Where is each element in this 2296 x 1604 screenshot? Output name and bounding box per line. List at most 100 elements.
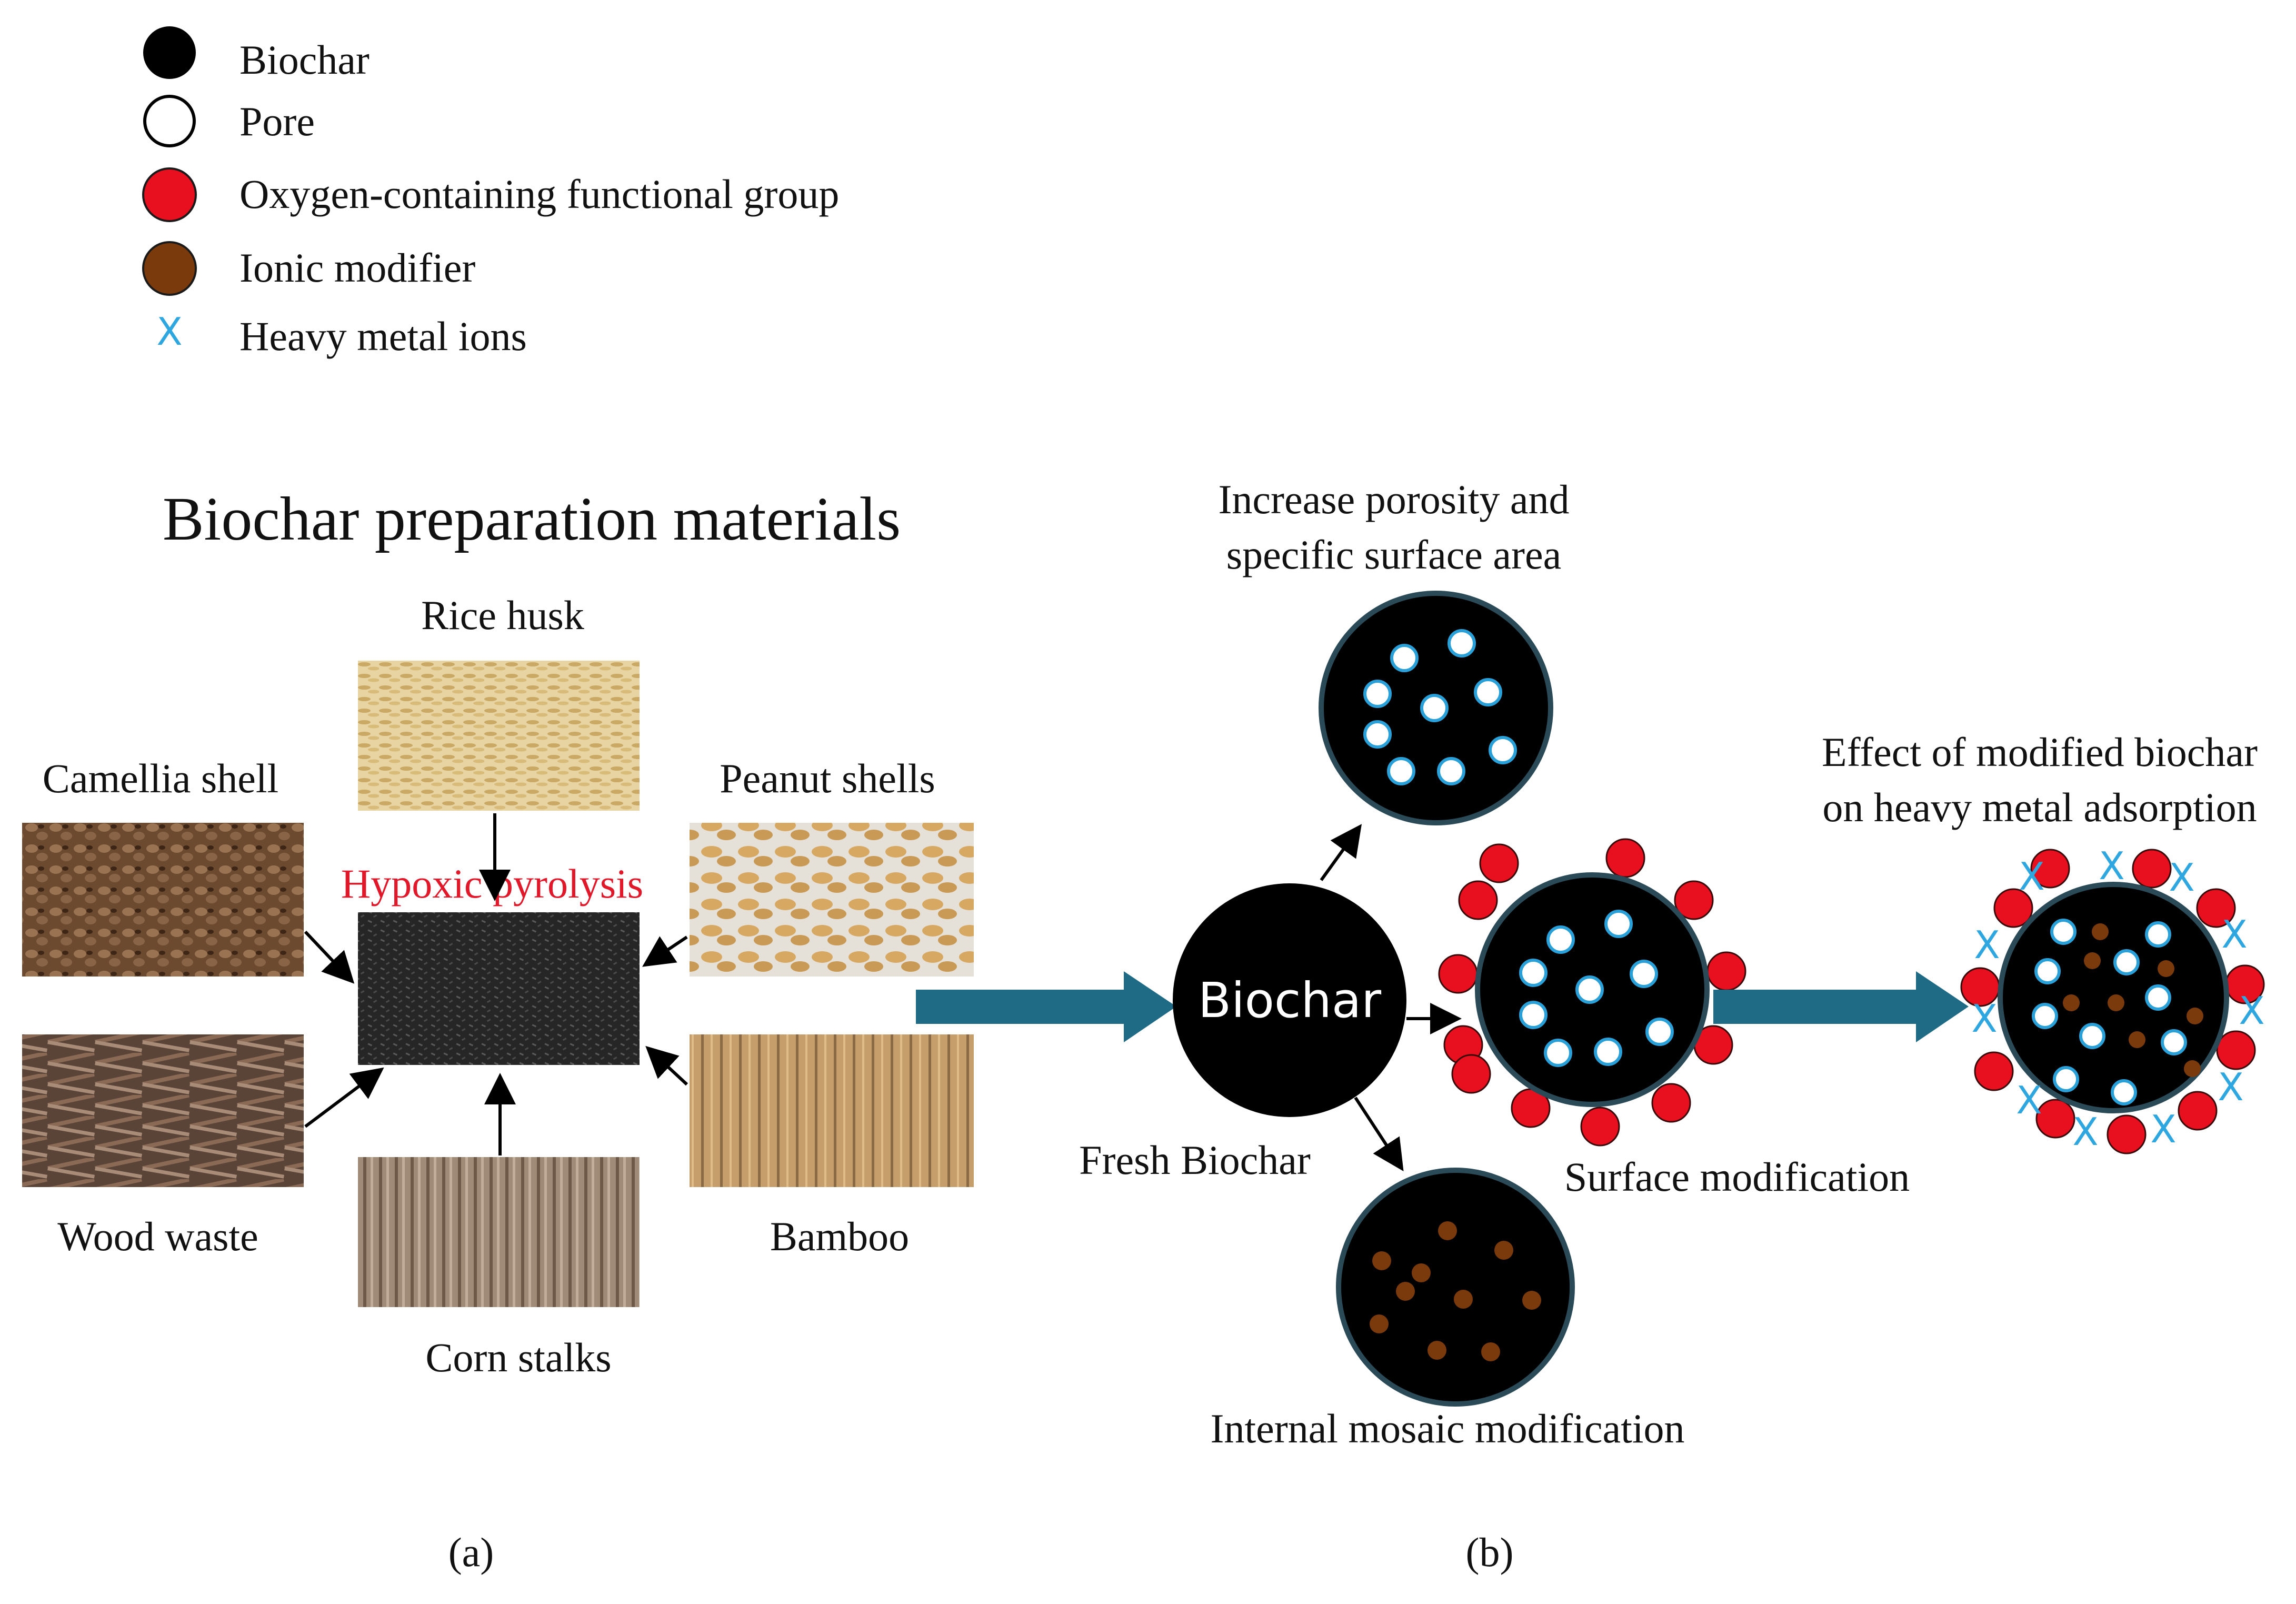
heavy-metal-ion-icon: X xyxy=(2239,989,2264,1033)
label-peanut-shells: Peanut shells xyxy=(720,755,935,801)
heavy-metal-ion-icon: X xyxy=(2072,1110,2098,1154)
legend-label-biochar: Biochar xyxy=(239,37,370,83)
ionic-modifier-legend-icon xyxy=(142,241,197,296)
ionic-modifier xyxy=(1438,1221,1457,1240)
internal-ionic-modifiers xyxy=(1370,1221,1541,1361)
oxygen-group xyxy=(2035,1099,2075,1139)
heavy-metal-ion-icon: X xyxy=(2099,844,2124,888)
oxygen-group xyxy=(1438,954,1478,994)
pore xyxy=(1604,910,1633,938)
camellia-shell-image xyxy=(22,823,304,977)
oxygen-group xyxy=(1974,1051,2014,1091)
pore xyxy=(1594,1038,1622,1066)
pore xyxy=(2161,1029,2187,1055)
pore xyxy=(1448,629,1476,657)
label-bamboo: Bamboo xyxy=(770,1213,909,1259)
heavy-metal-ion-icon: X xyxy=(2016,1078,2042,1122)
pore-legend-icon xyxy=(143,95,196,147)
legend: Biochar Pore Oxygen-containing functiona… xyxy=(142,26,839,359)
ionic-modifier xyxy=(1372,1251,1391,1270)
ionic-modifier xyxy=(2084,952,2101,969)
surface-modified-biochar xyxy=(1438,838,1746,1147)
heavy-metal-ion-icon: X xyxy=(1971,997,1997,1041)
panel-a-title: Biochar preparation materials xyxy=(163,484,901,553)
arrow-peanut-to-center xyxy=(642,935,688,967)
ionic-modifier xyxy=(2108,994,2124,1011)
ionic-modifier xyxy=(1427,1341,1446,1360)
panel-a-caption: (a) xyxy=(448,1529,494,1575)
heavy-metal-ion-icon: X xyxy=(2221,912,2247,957)
biochar-legend-icon xyxy=(143,26,196,79)
pore xyxy=(1363,720,1392,749)
ionic-modifier xyxy=(2187,1008,2203,1024)
ionic-modifier xyxy=(1522,1291,1541,1310)
arrow-wood-to-center xyxy=(304,1067,384,1128)
ionic-modifier xyxy=(2063,994,2080,1011)
porous-biochar-pores xyxy=(1363,629,1517,785)
pore xyxy=(1519,1001,1548,1029)
adsorption-biochar: X X X X X X X X X X X xyxy=(1960,844,2265,1154)
arrow-bamboo-to-center xyxy=(645,1045,688,1086)
internal-mosaic-biochar-circle xyxy=(1336,1168,1575,1407)
legend-label-heavy-metal: Heavy metal ions xyxy=(239,313,527,359)
legend-label-ionic: Ionic modifier xyxy=(239,245,475,291)
label-fresh-biochar: Fresh Biochar xyxy=(1079,1137,1311,1183)
oxygen-group xyxy=(1706,951,1746,991)
label-wood-waste: Wood waste xyxy=(57,1213,258,1259)
pore xyxy=(1519,959,1548,987)
pore xyxy=(1363,680,1392,708)
label-effect-line2: on heavy metal adsorption xyxy=(1822,784,2257,830)
bamboo-image xyxy=(690,1034,974,1187)
panel-b-caption: (b) xyxy=(1466,1529,1514,1575)
pore xyxy=(1489,736,1517,764)
panel-b-arrows xyxy=(1320,824,1462,1172)
heavy-metal-ion-icon: X xyxy=(1974,923,2000,967)
oxygen-group xyxy=(1993,888,2033,928)
pore xyxy=(1645,1018,1674,1046)
label-surface-modification: Surface modification xyxy=(1564,1154,1910,1200)
big-arrow-to-effect xyxy=(1713,971,1969,1042)
peanut-shells-image xyxy=(690,823,974,977)
oxygen-group xyxy=(2132,849,2172,889)
legend-item-biochar: Biochar xyxy=(143,26,370,83)
big-arrow-to-biochar xyxy=(916,971,1176,1042)
rice-husk-image xyxy=(358,661,640,811)
arrow-to-porosity xyxy=(1320,824,1362,881)
label-internal-mosaic: Internal mosaic modification xyxy=(1210,1406,1684,1451)
legend-item-oxygen: Oxygen-containing functional group xyxy=(142,167,839,222)
pore xyxy=(2050,919,2077,945)
oxygen-group xyxy=(2030,849,2070,889)
label-porosity-line2: specific surface area xyxy=(1226,532,1562,577)
oxygen-group xyxy=(1605,838,1645,878)
pore xyxy=(1544,1039,1572,1067)
ionic-modifier xyxy=(2092,923,2109,940)
ionic-modifier xyxy=(1481,1342,1500,1361)
oxygen-group xyxy=(1479,843,1519,883)
biochar-pile-image xyxy=(358,912,640,1065)
ionic-modifier xyxy=(1370,1314,1389,1333)
heavy-metal-ions: X X X X X X X X X X X xyxy=(1971,844,2264,1154)
pore xyxy=(1575,975,1604,1004)
adsorption-ionic-modifiers xyxy=(2063,923,2203,1077)
adsorption-pores xyxy=(2032,919,2187,1105)
oxygen-group xyxy=(1451,1054,1491,1094)
pore xyxy=(1390,644,1419,672)
ionic-modifier xyxy=(1396,1282,1415,1301)
pore xyxy=(2079,1023,2105,1049)
pore xyxy=(1630,960,1658,988)
oxygen-group xyxy=(2216,1030,2256,1070)
pore xyxy=(2053,1066,2079,1092)
pore xyxy=(1437,757,1465,785)
fresh-biochar-circle xyxy=(1173,883,1406,1117)
fresh-biochar-inner-label: Biochar xyxy=(1198,972,1381,1029)
pore xyxy=(2145,921,2171,948)
corn-stalks-image xyxy=(358,1157,640,1307)
pore xyxy=(1420,694,1449,722)
oxygen-group xyxy=(2196,888,2236,928)
surface-oxygen-groups xyxy=(1438,838,1746,1147)
label-effect-line1: Effect of modified biochar xyxy=(1822,729,2258,775)
pore xyxy=(1474,678,1502,706)
heavy-metal-legend-icon: X xyxy=(156,310,182,354)
oxygen-group xyxy=(1580,1107,1620,1147)
